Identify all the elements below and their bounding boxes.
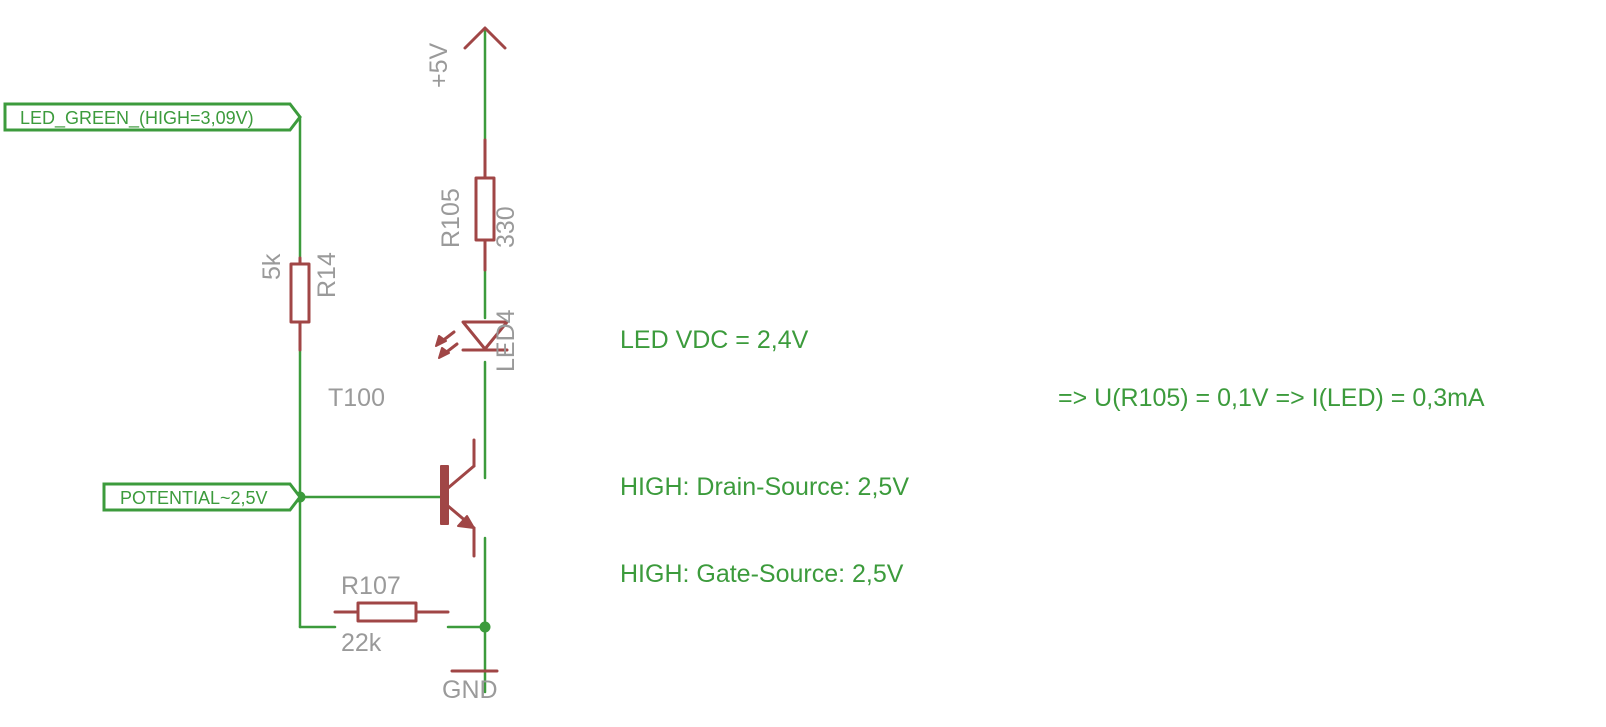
r105: R105 330 [437, 138, 520, 272]
t100: T100 [328, 384, 476, 558]
r105-value: 330 [492, 206, 520, 248]
led4-ray-2-arrow-icon [438, 347, 450, 359]
r107-body [356, 601, 418, 623]
net-label-led-green-text: LED_GREEN_(HIGH=3,09V) [20, 108, 254, 129]
t100-emitter-arrow-icon [457, 515, 475, 529]
annotation-result: => U(R105) = 0,1V => I(LED) = 0,3mA [1058, 384, 1485, 412]
net-label-led-green: LED_GREEN_(HIGH=3,09V) [3, 102, 302, 132]
supply-symbol: +5V [425, 26, 507, 88]
r14-value: 5k [258, 253, 286, 280]
net-flag-potential [102, 482, 302, 512]
ground-symbol: GND [442, 669, 499, 704]
t100-name: T100 [328, 384, 385, 412]
r107: R107 22k [333, 572, 450, 657]
annotations: LED VDC = 2,4V => U(R105) = 0,1V => I(LE… [620, 326, 1485, 588]
r14-body [289, 262, 311, 324]
net-label-potential-text: POTENTIAL~2,5V [120, 488, 268, 508]
net-flag-led-green [3, 102, 302, 132]
r105-name: R105 [437, 188, 465, 248]
annotation-drain-source: HIGH: Drain-Source: 2,5V [620, 473, 909, 501]
led4-name: LED4 [492, 309, 520, 372]
t100-collector [446, 464, 476, 490]
wires [298, 26, 487, 694]
led4-ray-1-arrow-icon [435, 335, 447, 347]
r14-name: R14 [313, 252, 341, 298]
r107-name: R107 [341, 572, 401, 600]
annotation-gate-source: HIGH: Gate-Source: 2,5V [620, 560, 904, 588]
junction-ground [479, 621, 491, 633]
r107-value: 22k [341, 629, 382, 657]
t100-base-bar [440, 465, 449, 525]
led4-triangle-icon [461, 320, 509, 351]
led4: LED4 [435, 309, 520, 372]
supply-arrow-icon [463, 26, 507, 50]
ground-label: GND [442, 676, 498, 704]
net-label-potential: POTENTIAL~2,5V [102, 482, 302, 512]
supply-label: +5V [425, 42, 453, 88]
annotation-led-vdc: LED VDC = 2,4V [620, 326, 809, 354]
r14: 5k R14 [258, 252, 341, 352]
